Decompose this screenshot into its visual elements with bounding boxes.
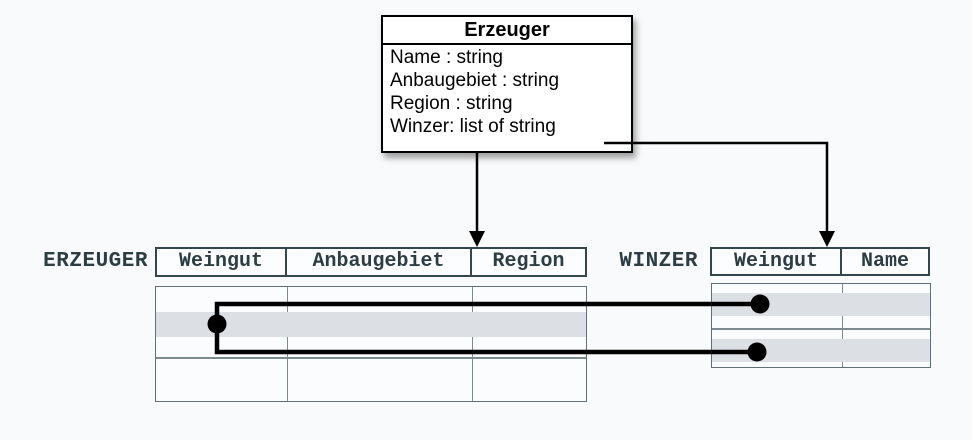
class-box-erzeuger: Erzeuger Name : string Anbaugebiet : str… (381, 15, 633, 153)
winzer-table-body (711, 283, 931, 368)
erzeuger-col-region: Region (492, 250, 565, 273)
winzer-highlighted-row-1 (712, 293, 930, 316)
winzer-table-label: WINZER (619, 250, 698, 273)
winzer-attr-to-winzer-arrow (604, 141, 835, 247)
erzeuger-col-anbaugebiet: Anbaugebiet (287, 249, 472, 275)
class-attribute-region: Region : string (390, 93, 513, 114)
class-title: Erzeuger (383, 17, 631, 45)
erzeuger-table-body (155, 286, 587, 402)
class-attributes: Name : string Anbaugebiet : string Regio… (383, 45, 631, 138)
winzer-column-divider (841, 284, 843, 367)
winzer-col-weingut: Weingut (712, 249, 842, 274)
winzer-highlighted-row-2 (712, 339, 930, 362)
winzer-row-divider (712, 328, 930, 330)
class-attribute-winzer: Winzer: list of string (390, 116, 556, 137)
erzeuger-header-row: Weingut Anbaugebiet Region (155, 247, 587, 277)
erzeuger-column-divider-2 (471, 287, 473, 401)
erzeuger-col-weingut: Weingut (157, 249, 287, 275)
erzeuger-table-label: ERZEUGER (43, 250, 148, 273)
erzeuger-column-divider-1 (286, 287, 288, 401)
erzeuger-row-divider (156, 357, 586, 359)
class-attribute-anbaugebiet: Anbaugebiet : string (390, 70, 560, 91)
arrow-down-icon (819, 231, 835, 247)
erzeuger-highlighted-row (156, 312, 586, 337)
class-attribute-name: Name : string (390, 47, 503, 68)
class-to-erzeuger-arrow (469, 153, 485, 247)
winzer-col-name: Name (860, 250, 909, 273)
arrow-down-icon (469, 231, 485, 247)
winzer-header-row: Weingut Name (710, 247, 930, 276)
